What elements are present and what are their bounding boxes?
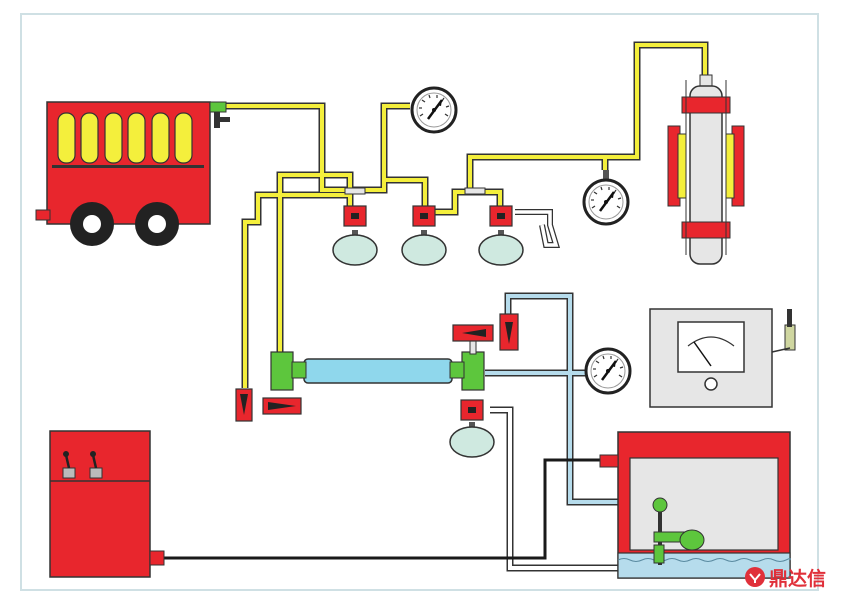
test-manifold bbox=[270, 339, 485, 391]
shutoff-valve bbox=[235, 388, 302, 422]
water-lines bbox=[485, 292, 660, 506]
pressure-gauge bbox=[584, 347, 632, 395]
shutoff-valve bbox=[343, 205, 367, 227]
watermark: 鼎达信 bbox=[744, 565, 827, 590]
pressure-gauge bbox=[410, 86, 458, 134]
switch-lever-icon bbox=[63, 451, 69, 457]
shutoff-valve bbox=[460, 399, 484, 421]
valve-handle-icon bbox=[652, 497, 668, 513]
test-cell bbox=[667, 74, 745, 265]
watermark-text: 鼎达信 bbox=[769, 567, 827, 590]
control-cabinet bbox=[49, 430, 165, 578]
gas-cylinder-trailer bbox=[35, 101, 230, 246]
shutoff-valve bbox=[489, 205, 513, 227]
knob-icon bbox=[704, 377, 718, 391]
drain-line bbox=[490, 209, 620, 572]
switch-lever-icon bbox=[90, 451, 96, 457]
logo-icon bbox=[745, 567, 765, 587]
shutoff-valve bbox=[452, 313, 519, 351]
meter-panel bbox=[649, 308, 796, 408]
electrical-lines bbox=[160, 458, 600, 560]
shutoff-valve bbox=[412, 205, 436, 227]
water-bath bbox=[599, 431, 791, 579]
pressure-gauge bbox=[582, 170, 630, 226]
